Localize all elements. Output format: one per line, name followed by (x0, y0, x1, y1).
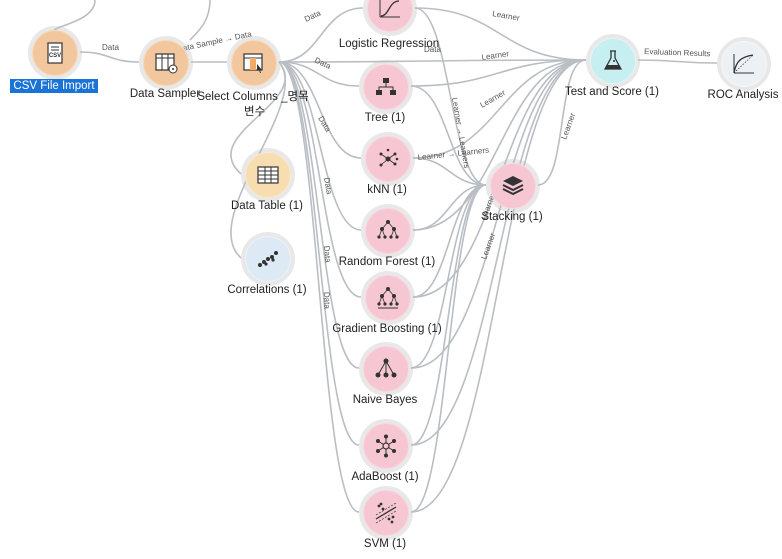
naive-bayes-icon (363, 346, 409, 392)
widget-label: Random Forest (1) (338, 256, 436, 268)
widget-label: SVM (1) (363, 538, 407, 550)
link-select-to-lr-label: Data (303, 8, 323, 24)
link-select-to-gb-label: Data (322, 245, 332, 263)
link-csv-to-sampler-label: Data (102, 43, 119, 52)
table-icon (245, 152, 291, 198)
link-ada-to-tas[interactable] (410, 59, 587, 446)
link-tas-to-roc-label: Evaluation Results (644, 47, 711, 58)
link-csv-to-sampler[interactable] (79, 51, 140, 63)
link-select-to-gb[interactable] (278, 61, 362, 298)
widget-label: AdaBoost (1) (351, 471, 419, 483)
link-select-to-nb-label: Data (322, 292, 332, 310)
link-tree-to-tas-label: Learner (481, 49, 510, 62)
widget-label: ROC Analysis (707, 89, 779, 101)
link-nb-to-stack[interactable] (410, 184, 487, 369)
link-select-to-tas[interactable] (278, 59, 587, 63)
link-rf-to-tas[interactable] (412, 59, 587, 231)
link-tas-to-roc[interactable] (637, 59, 718, 64)
widget-label: Naive Bayes (352, 394, 418, 406)
roc-curve-icon (721, 41, 767, 87)
widget-label: Data Table (1) (230, 200, 304, 212)
link-select-to-tree[interactable] (278, 61, 360, 87)
svg-text:CSV: CSV (49, 53, 61, 59)
link-ada-to-stack[interactable] (410, 184, 487, 446)
widget-label-text: CSV File Import (10, 79, 98, 93)
widget-label-suffix: _명목 (281, 91, 309, 103)
boosting-icon (365, 275, 411, 321)
link-lr-to-stack[interactable] (414, 7, 487, 186)
link-tree-to-stack[interactable] (410, 85, 487, 186)
link-gb-to-tas-label: Learner (479, 231, 497, 260)
tree-icon (363, 64, 409, 110)
stacking-icon (490, 163, 536, 209)
link-select-to-nb[interactable] (278, 61, 360, 369)
link-select-to-knn[interactable] (278, 61, 362, 159)
flask-icon (590, 38, 636, 84)
link-offscreen-2 (189, 0, 211, 41)
link-select-to-svm[interactable] (278, 61, 360, 513)
link-select-to-ada[interactable] (278, 61, 360, 446)
widget-label: Test and Score (1) (565, 86, 659, 98)
link-rf-to-stack[interactable] (412, 184, 487, 231)
widget-label: Data Sampler (129, 88, 201, 100)
link-knn-to-tas-label: Learner (479, 88, 508, 110)
widget-label-text: Select Columns (197, 91, 278, 103)
link-offscreen-1 (53, 0, 96, 31)
select-columns-icon (231, 40, 277, 86)
widget-label: kNN (1) (367, 184, 407, 196)
widget-label: Logistic Regression (338, 38, 440, 50)
widget-label: Stacking (1) (481, 211, 543, 223)
csv-file-icon: CSV (32, 30, 78, 76)
link-gb-to-stack[interactable] (412, 184, 487, 298)
adaboost-icon (363, 423, 409, 469)
link-svm-to-stack[interactable] (410, 184, 487, 513)
svm-icon (363, 490, 409, 536)
link-tree-to-tas[interactable] (410, 59, 587, 87)
data-sampler-icon (143, 40, 189, 86)
widget-label-second-line: 변수 (244, 106, 266, 118)
knn-icon (365, 136, 411, 182)
widget-label: Gradient Boosting (1) (332, 323, 442, 335)
widget-label: CSV File Import (0, 79, 144, 93)
correlations-icon (245, 236, 291, 282)
link-select-to-tree-label: Data (313, 56, 333, 72)
link-knn-to-tas[interactable] (412, 59, 587, 159)
link-stack-to-tas[interactable] (537, 59, 587, 186)
forest-icon (365, 208, 411, 254)
widget-label: Select Columns _명목 (163, 88, 343, 104)
link-select-to-lr[interactable] (278, 7, 364, 63)
link-knn-to-stack[interactable] (412, 157, 487, 186)
link-lr-to-tas-label: Learner (492, 9, 521, 23)
widget-label: Tree (1) (364, 112, 406, 124)
link-svm-to-tas[interactable] (410, 59, 587, 513)
widget-label: Correlations (1) (227, 284, 307, 296)
link-select-to-rf[interactable] (278, 61, 362, 231)
link-select-to-tas-label: Data (424, 45, 441, 54)
link-lr-to-tas[interactable] (414, 7, 587, 61)
link-select-to-rf-label: Data (322, 177, 334, 196)
